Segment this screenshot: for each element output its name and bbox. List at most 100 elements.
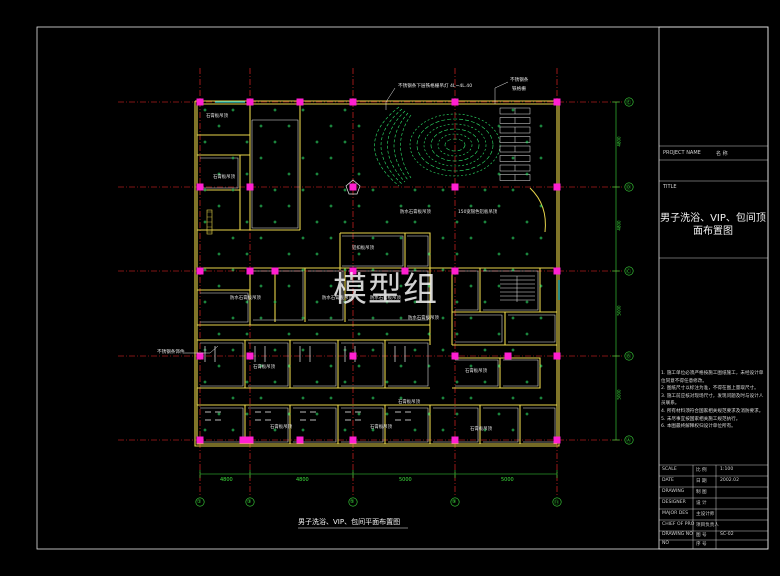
ceiling-outline bbox=[251, 119, 299, 229]
grid-bubble-col bbox=[552, 497, 562, 507]
structural-column bbox=[271, 267, 279, 275]
title-block-row-code: DRAWING bbox=[662, 489, 685, 494]
note-line: 3. 施工前应核对现场尺寸，发现问题及时与设计人员联系。 bbox=[661, 393, 764, 407]
interior-wall bbox=[340, 232, 431, 270]
ceiling-ring bbox=[416, 118, 494, 172]
structural-column bbox=[553, 98, 561, 106]
ceiling-outline bbox=[200, 342, 244, 387]
ceiling-outline bbox=[248, 407, 289, 443]
ceiling-outline bbox=[341, 342, 384, 387]
ceiling-outline bbox=[342, 235, 404, 267]
structural-column bbox=[196, 352, 204, 360]
title-label: TITLE bbox=[663, 184, 677, 190]
ceiling-arc bbox=[400, 114, 412, 179]
outer-wall-inner bbox=[196, 103, 558, 445]
title-block-row-key: 图 号 bbox=[696, 533, 707, 538]
structural-column bbox=[451, 267, 459, 275]
structural-column bbox=[553, 183, 561, 191]
project-name-value: 名 称 bbox=[716, 151, 728, 157]
callout-leader bbox=[494, 81, 509, 104]
grid-row-label: Ⓔ bbox=[626, 100, 632, 106]
ceiling-outline bbox=[388, 342, 429, 387]
structural-column bbox=[349, 183, 357, 191]
outer-wall bbox=[194, 100, 560, 447]
ceiling-outline bbox=[293, 342, 337, 387]
title-block-row-value: SC-02 bbox=[720, 532, 734, 537]
ceiling-ring bbox=[437, 133, 473, 157]
grid-bubble-row bbox=[624, 97, 634, 107]
room-label: 防水石膏板吊顶 bbox=[370, 296, 401, 301]
title-block-row-key: 制 图 bbox=[696, 490, 707, 495]
structural-column bbox=[196, 267, 204, 275]
ceiling-outline bbox=[455, 314, 503, 343]
note-line: 5. 未尽事宜按国家相关施工规范执行。 bbox=[661, 416, 741, 422]
ceiling-outline bbox=[483, 407, 519, 443]
structural-column bbox=[553, 267, 561, 275]
dimension-label-vertical: 4800 bbox=[616, 136, 622, 147]
grid-row-label: Ⓒ bbox=[626, 269, 632, 275]
title-block-row-key: 日 期 bbox=[696, 479, 707, 484]
structural-column bbox=[349, 436, 357, 444]
room-label: 石膏板吊顶 bbox=[465, 369, 487, 374]
dimension-label: 4800 bbox=[220, 477, 233, 483]
structural-column bbox=[401, 267, 409, 275]
grid-bubble-row bbox=[624, 435, 634, 445]
grid-row-label: Ⓐ bbox=[626, 438, 632, 444]
plan-title: 男子洗浴、VIP、包间平面布置图 bbox=[298, 518, 401, 526]
title-block-row-code: NO bbox=[662, 541, 670, 546]
dimension-label: 5000 bbox=[501, 477, 514, 483]
title-block-row-code: MAJOR DES bbox=[662, 511, 689, 516]
callout-top-right-2: 铁格栅 bbox=[512, 87, 526, 92]
structural-column bbox=[239, 436, 247, 444]
note-line: 6. 本图最终解释权归设计单位所有。 bbox=[661, 424, 736, 430]
dimension-label: 5000 bbox=[399, 477, 412, 483]
grid-bubble-row bbox=[624, 351, 634, 361]
ceiling-ring bbox=[409, 113, 501, 177]
grid-bubble-col bbox=[348, 497, 358, 507]
title-block-row-code: DESIGNER bbox=[662, 500, 686, 505]
title-block-row-code: DRAWING NO bbox=[662, 532, 693, 537]
ceiling-outline bbox=[200, 157, 239, 189]
structural-column bbox=[349, 352, 357, 360]
ceiling-arc bbox=[387, 110, 406, 183]
room-label: 150宽银色铝板吊顶 bbox=[458, 210, 498, 215]
callout-leader bbox=[385, 87, 396, 110]
title-block-row-value: 1:100 bbox=[720, 467, 734, 472]
room-label: 石膏板吊顶 bbox=[470, 427, 492, 432]
room-label: 防水石膏板吊顶 bbox=[322, 296, 353, 301]
ceiling-outline bbox=[508, 314, 556, 343]
ceiling-ring bbox=[423, 123, 487, 167]
floor-plan bbox=[118, 68, 634, 529]
title-block-row-key: 设 计 bbox=[696, 501, 707, 506]
ceiling-outline bbox=[341, 407, 384, 443]
structural-column bbox=[553, 436, 561, 444]
structural-column bbox=[451, 183, 459, 191]
ceiling-outline bbox=[293, 407, 337, 443]
structural-column bbox=[296, 98, 304, 106]
grid-col-label: ⑤ bbox=[350, 499, 355, 505]
room-label: 防水石膏板吊顶 bbox=[408, 316, 439, 321]
structural-column bbox=[296, 436, 304, 444]
callout-leader bbox=[183, 345, 219, 354]
callout-top-left: 不锈钢条下层铁格栅吊灯 4L~4L.40 bbox=[398, 84, 473, 89]
grid-bubble-row bbox=[624, 182, 634, 192]
room-label: 石膏板吊顶 bbox=[253, 365, 275, 370]
callout-top-right-1: 不锈钢条 bbox=[510, 78, 529, 83]
grid-bubble-col bbox=[245, 497, 255, 507]
title-block-row-key: 主设计师 bbox=[696, 512, 715, 517]
ceiling-outline bbox=[523, 407, 556, 443]
dimension-label-vertical: 5000 bbox=[616, 389, 622, 400]
structural-column bbox=[246, 436, 254, 444]
room-label: 石膏板吊顶 bbox=[206, 114, 228, 119]
title-block-row-key: 序 号 bbox=[696, 542, 707, 547]
ceiling-arc bbox=[380, 108, 403, 185]
structural-column bbox=[196, 436, 204, 444]
room-label: 石膏板吊顶 bbox=[370, 425, 392, 430]
structural-column bbox=[349, 98, 357, 106]
grid-col-label: ⑨ bbox=[452, 499, 457, 505]
room-label: 石膏板吊顶 bbox=[270, 425, 292, 430]
ceiling-outline bbox=[407, 235, 429, 267]
title-block-row-value: 2002.02 bbox=[720, 478, 739, 483]
dimension-label-vertical: 4800 bbox=[616, 220, 622, 231]
ceiling-outline bbox=[503, 359, 539, 387]
